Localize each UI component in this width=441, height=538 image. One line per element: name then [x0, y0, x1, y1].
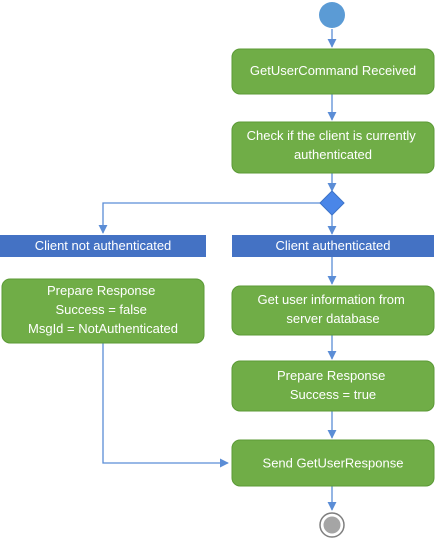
activity-prepare-response-success: Prepare Response Success = true [231, 360, 435, 412]
lane-label-not-authenticated: Client not authenticated [0, 235, 206, 257]
activity-received: GetUserCommand Received [231, 48, 435, 95]
connectors [98, 29, 337, 511]
activity-send-response: Send GetUserResponse [231, 439, 435, 487]
edge-prepare-fail-to-send [102, 343, 229, 468]
start-node [319, 2, 345, 28]
activity-get-user-info: Get user information from server databas… [231, 285, 435, 336]
activity-prepare-response-fail: Prepare Response Success = false MsgId =… [1, 278, 205, 344]
edge-decision-to-not-auth [98, 202, 321, 234]
activity-prepare-response-success-text: Prepare Response Success = true [277, 368, 389, 402]
end-node [319, 512, 345, 538]
decision-node [319, 190, 345, 216]
activity-prepare-response-fail-text: Prepare Response Success = false MsgId =… [28, 283, 178, 336]
activity-received-text: GetUserCommand Received [250, 63, 416, 78]
activity-check-auth: Check if the client is currently authent… [231, 121, 435, 174]
lane-label-authenticated-text: Client authenticated [276, 238, 391, 253]
activity-send-response-text: Send GetUserResponse [263, 455, 404, 470]
activity-get-user-info-text: Get user information from server databas… [257, 292, 408, 326]
activity-check-auth-text: Check if the client is currently authent… [247, 128, 420, 162]
lane-label-authenticated: Client authenticated [232, 235, 434, 257]
lane-label-not-authenticated-text: Client not authenticated [35, 238, 172, 253]
